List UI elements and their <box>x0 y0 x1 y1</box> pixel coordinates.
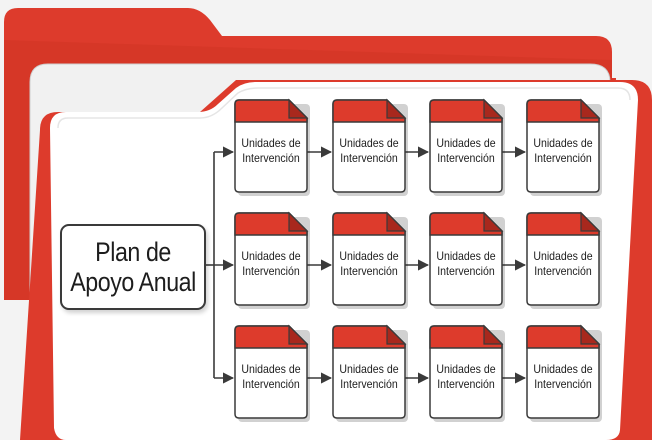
unit-label-line2: Intervención <box>242 377 300 391</box>
unit-document <box>234 98 310 196</box>
unit-label-line2: Intervención <box>242 151 300 165</box>
document-fold <box>483 211 504 232</box>
document-fold <box>580 98 601 119</box>
unit-document <box>429 211 505 309</box>
unit-label-line2: Intervención <box>534 264 592 278</box>
unit-label-line2: Intervención <box>340 377 398 391</box>
unit-label-line1: Unidades de <box>339 249 399 263</box>
plan-label-line2: Apoyo Anual <box>70 267 196 297</box>
document-fold <box>288 98 309 119</box>
unit-document <box>332 324 408 422</box>
unit-label-line1: Unidades de <box>241 249 301 263</box>
unit-document <box>526 211 602 309</box>
unit-label-line1: Unidades de <box>241 136 301 150</box>
unit-label-line1: Unidades de <box>533 249 593 263</box>
unit-label-line2: Intervención <box>242 264 300 278</box>
unit-label-line2: Intervención <box>437 151 495 165</box>
unit-document <box>234 324 310 422</box>
document-fold <box>386 211 407 232</box>
unit-document <box>429 98 505 196</box>
unit-document <box>429 324 505 422</box>
unit-document <box>332 211 408 309</box>
unit-label-line1: Unidades de <box>533 136 593 150</box>
document-fold <box>580 211 601 232</box>
unit-label-line1: Unidades de <box>339 136 399 150</box>
unit-label-line1: Unidades de <box>241 362 301 376</box>
unit-label-line2: Intervención <box>340 264 398 278</box>
unit-document <box>526 98 602 196</box>
plan-box: Plan de Apoyo Anual <box>60 224 206 310</box>
plan-label-line1: Plan de <box>95 237 171 267</box>
unit-label-line2: Intervención <box>437 377 495 391</box>
connectors <box>206 146 527 384</box>
unit-document <box>332 98 408 196</box>
unit-label-line1: Unidades de <box>436 362 496 376</box>
document-fold <box>386 98 407 119</box>
document-grid <box>234 98 602 422</box>
unit-document <box>234 211 310 309</box>
unit-label-line1: Unidades de <box>533 362 593 376</box>
unit-label-line1: Unidades de <box>436 136 496 150</box>
unit-label-line1: Unidades de <box>436 249 496 263</box>
document-fold <box>483 98 504 119</box>
unit-label-line2: Intervención <box>340 151 398 165</box>
document-fold <box>288 324 309 345</box>
document-fold <box>483 324 504 345</box>
document-fold <box>580 324 601 345</box>
unit-label-line2: Intervención <box>534 377 592 391</box>
document-fold <box>386 324 407 345</box>
unit-label-line1: Unidades de <box>339 362 399 376</box>
unit-label-line2: Intervención <box>534 151 592 165</box>
unit-label-line2: Intervención <box>437 264 495 278</box>
folder-front-edge <box>57 87 631 129</box>
unit-document <box>526 324 602 422</box>
document-fold <box>288 211 309 232</box>
